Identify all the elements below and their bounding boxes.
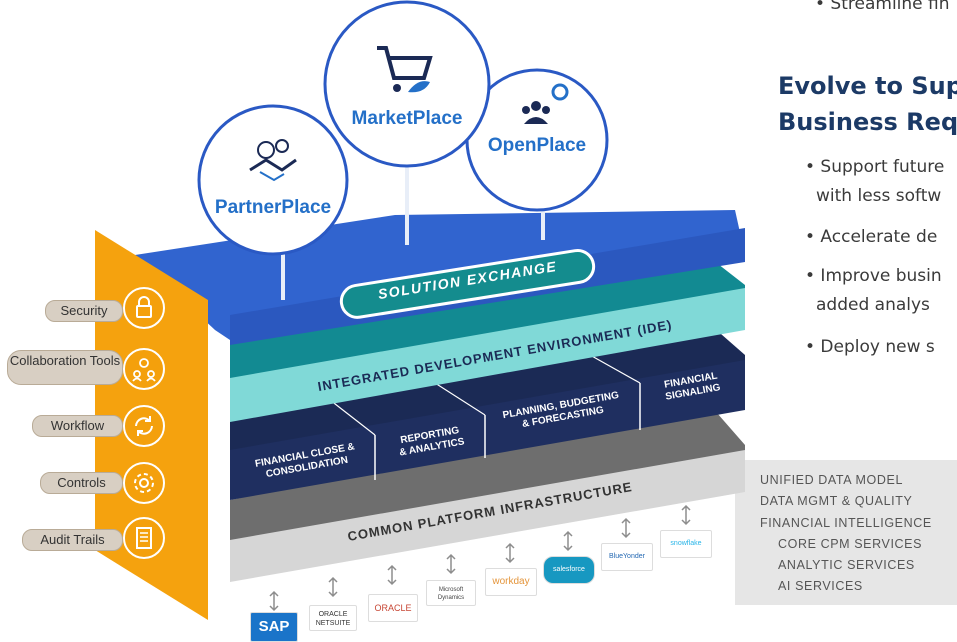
- logo-oracle-netsuite: ORACLE NETSUITE: [309, 605, 357, 631]
- service-item: DATA MGMT & QUALITY: [760, 494, 913, 508]
- handshake-icon: [249, 139, 297, 182]
- feature-security-pill: Security: [45, 300, 123, 322]
- logo-workday: workday: [485, 568, 537, 596]
- bullet-1: • Support future: [805, 157, 945, 177]
- logo-salesforce: salesforce: [543, 556, 595, 584]
- heading-line2: Business Req: [778, 108, 957, 136]
- logo-oracle: ORACLE: [368, 594, 418, 622]
- bullet-3: • Improve busin: [805, 266, 942, 286]
- feature-workflow-pill: Workflow: [32, 415, 123, 437]
- cycle-icon: [123, 405, 165, 447]
- connector-arrows: [269, 504, 691, 612]
- top-bullet: • Streamline fin: [815, 0, 950, 14]
- bullet-2: • Accelerate de: [805, 227, 938, 247]
- lock-icon: [123, 287, 165, 329]
- service-item: ANALYTIC SERVICES: [778, 558, 915, 572]
- document-list-icon: [123, 517, 165, 559]
- modules-front: [230, 360, 745, 500]
- ide-front: [230, 288, 745, 422]
- heading-line1: Evolve to Sup: [778, 72, 957, 100]
- infrastructure-front: [230, 450, 745, 582]
- marketplace-label: MarketPlace: [351, 108, 463, 129]
- service-item: UNIFIED DATA MODEL: [760, 473, 903, 487]
- marketplace-circle: [323, 0, 491, 168]
- partnerplace-label: PartnerPlace: [214, 197, 332, 218]
- cart-icon: [377, 46, 433, 93]
- services-panel: [735, 460, 957, 605]
- gear-icon: [123, 462, 165, 504]
- service-item: CORE CPM SERVICES: [778, 537, 923, 551]
- bullet-1b: with less softw: [816, 186, 942, 206]
- feature-controls-pill: Controls: [40, 472, 123, 494]
- team-gear-icon: [522, 83, 569, 124]
- bullet-4: • Deploy new s: [805, 337, 935, 357]
- logo-sap: SAP: [250, 612, 298, 642]
- logo-blueyonder: BlueYonder: [601, 543, 653, 571]
- bullet-3b: added analys: [816, 295, 930, 315]
- logo-snowflake: snowflake: [660, 530, 712, 558]
- service-item: FINANCIAL INTELLIGENCE: [760, 516, 932, 530]
- service-item: AI SERVICES: [778, 579, 863, 593]
- feature-audit-pill: Audit Trails: [22, 529, 123, 551]
- people-bulb-icon: [123, 348, 165, 390]
- solution-exchange-pill: [339, 248, 596, 319]
- logo-microsoft-dynamics: Microsoft Dynamics: [426, 580, 476, 606]
- feature-collaboration-pill: Collaboration Tools: [7, 350, 123, 385]
- openplace-label: OpenPlace: [487, 135, 587, 156]
